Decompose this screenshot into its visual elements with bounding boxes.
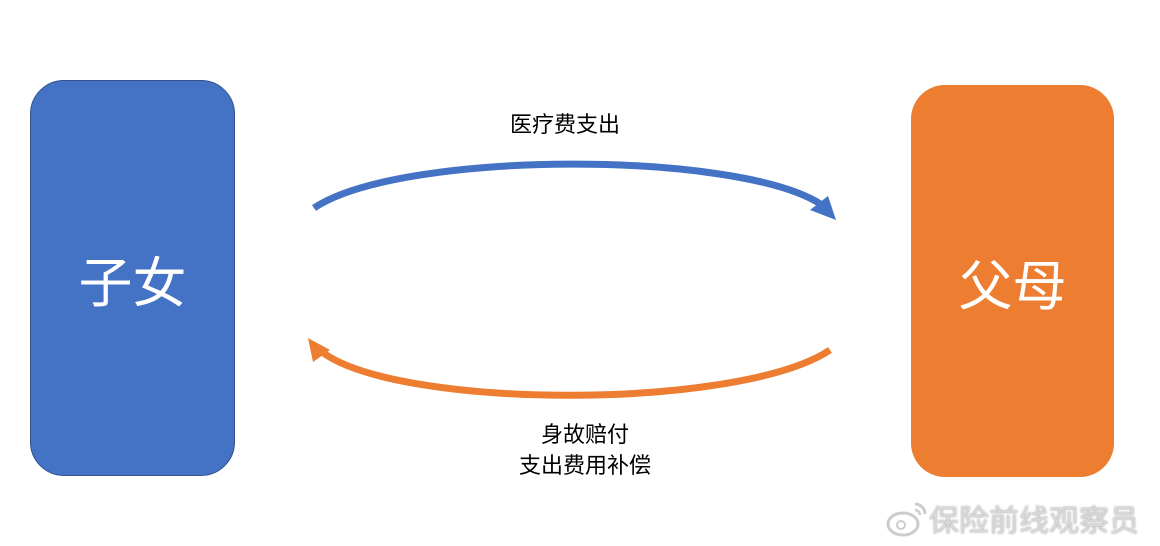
arrowhead-blue	[810, 196, 836, 220]
edge-label-compensation: 身故赔付 支出费用补偿	[485, 420, 685, 482]
arrowhead-orange	[308, 338, 330, 362]
node-children: 子女	[30, 80, 235, 476]
weibo-icon	[886, 502, 927, 537]
node-parents-label: 父母	[958, 254, 1067, 318]
watermark-text: 保险前线观察员	[929, 504, 1139, 539]
node-parents: 父母	[911, 85, 1114, 477]
edge-label-line2: 支出费用补偿	[518, 454, 651, 479]
node-children-label: 子女	[78, 251, 187, 315]
edge-label-line1: 身故赔付	[540, 423, 629, 448]
arrow-children-to-parents	[312, 160, 824, 211]
watermark: 保险前线观察员	[885, 496, 1139, 540]
arrow-parents-to-children	[319, 347, 832, 399]
edge-label-medical: 医疗费支出	[509, 113, 620, 138]
